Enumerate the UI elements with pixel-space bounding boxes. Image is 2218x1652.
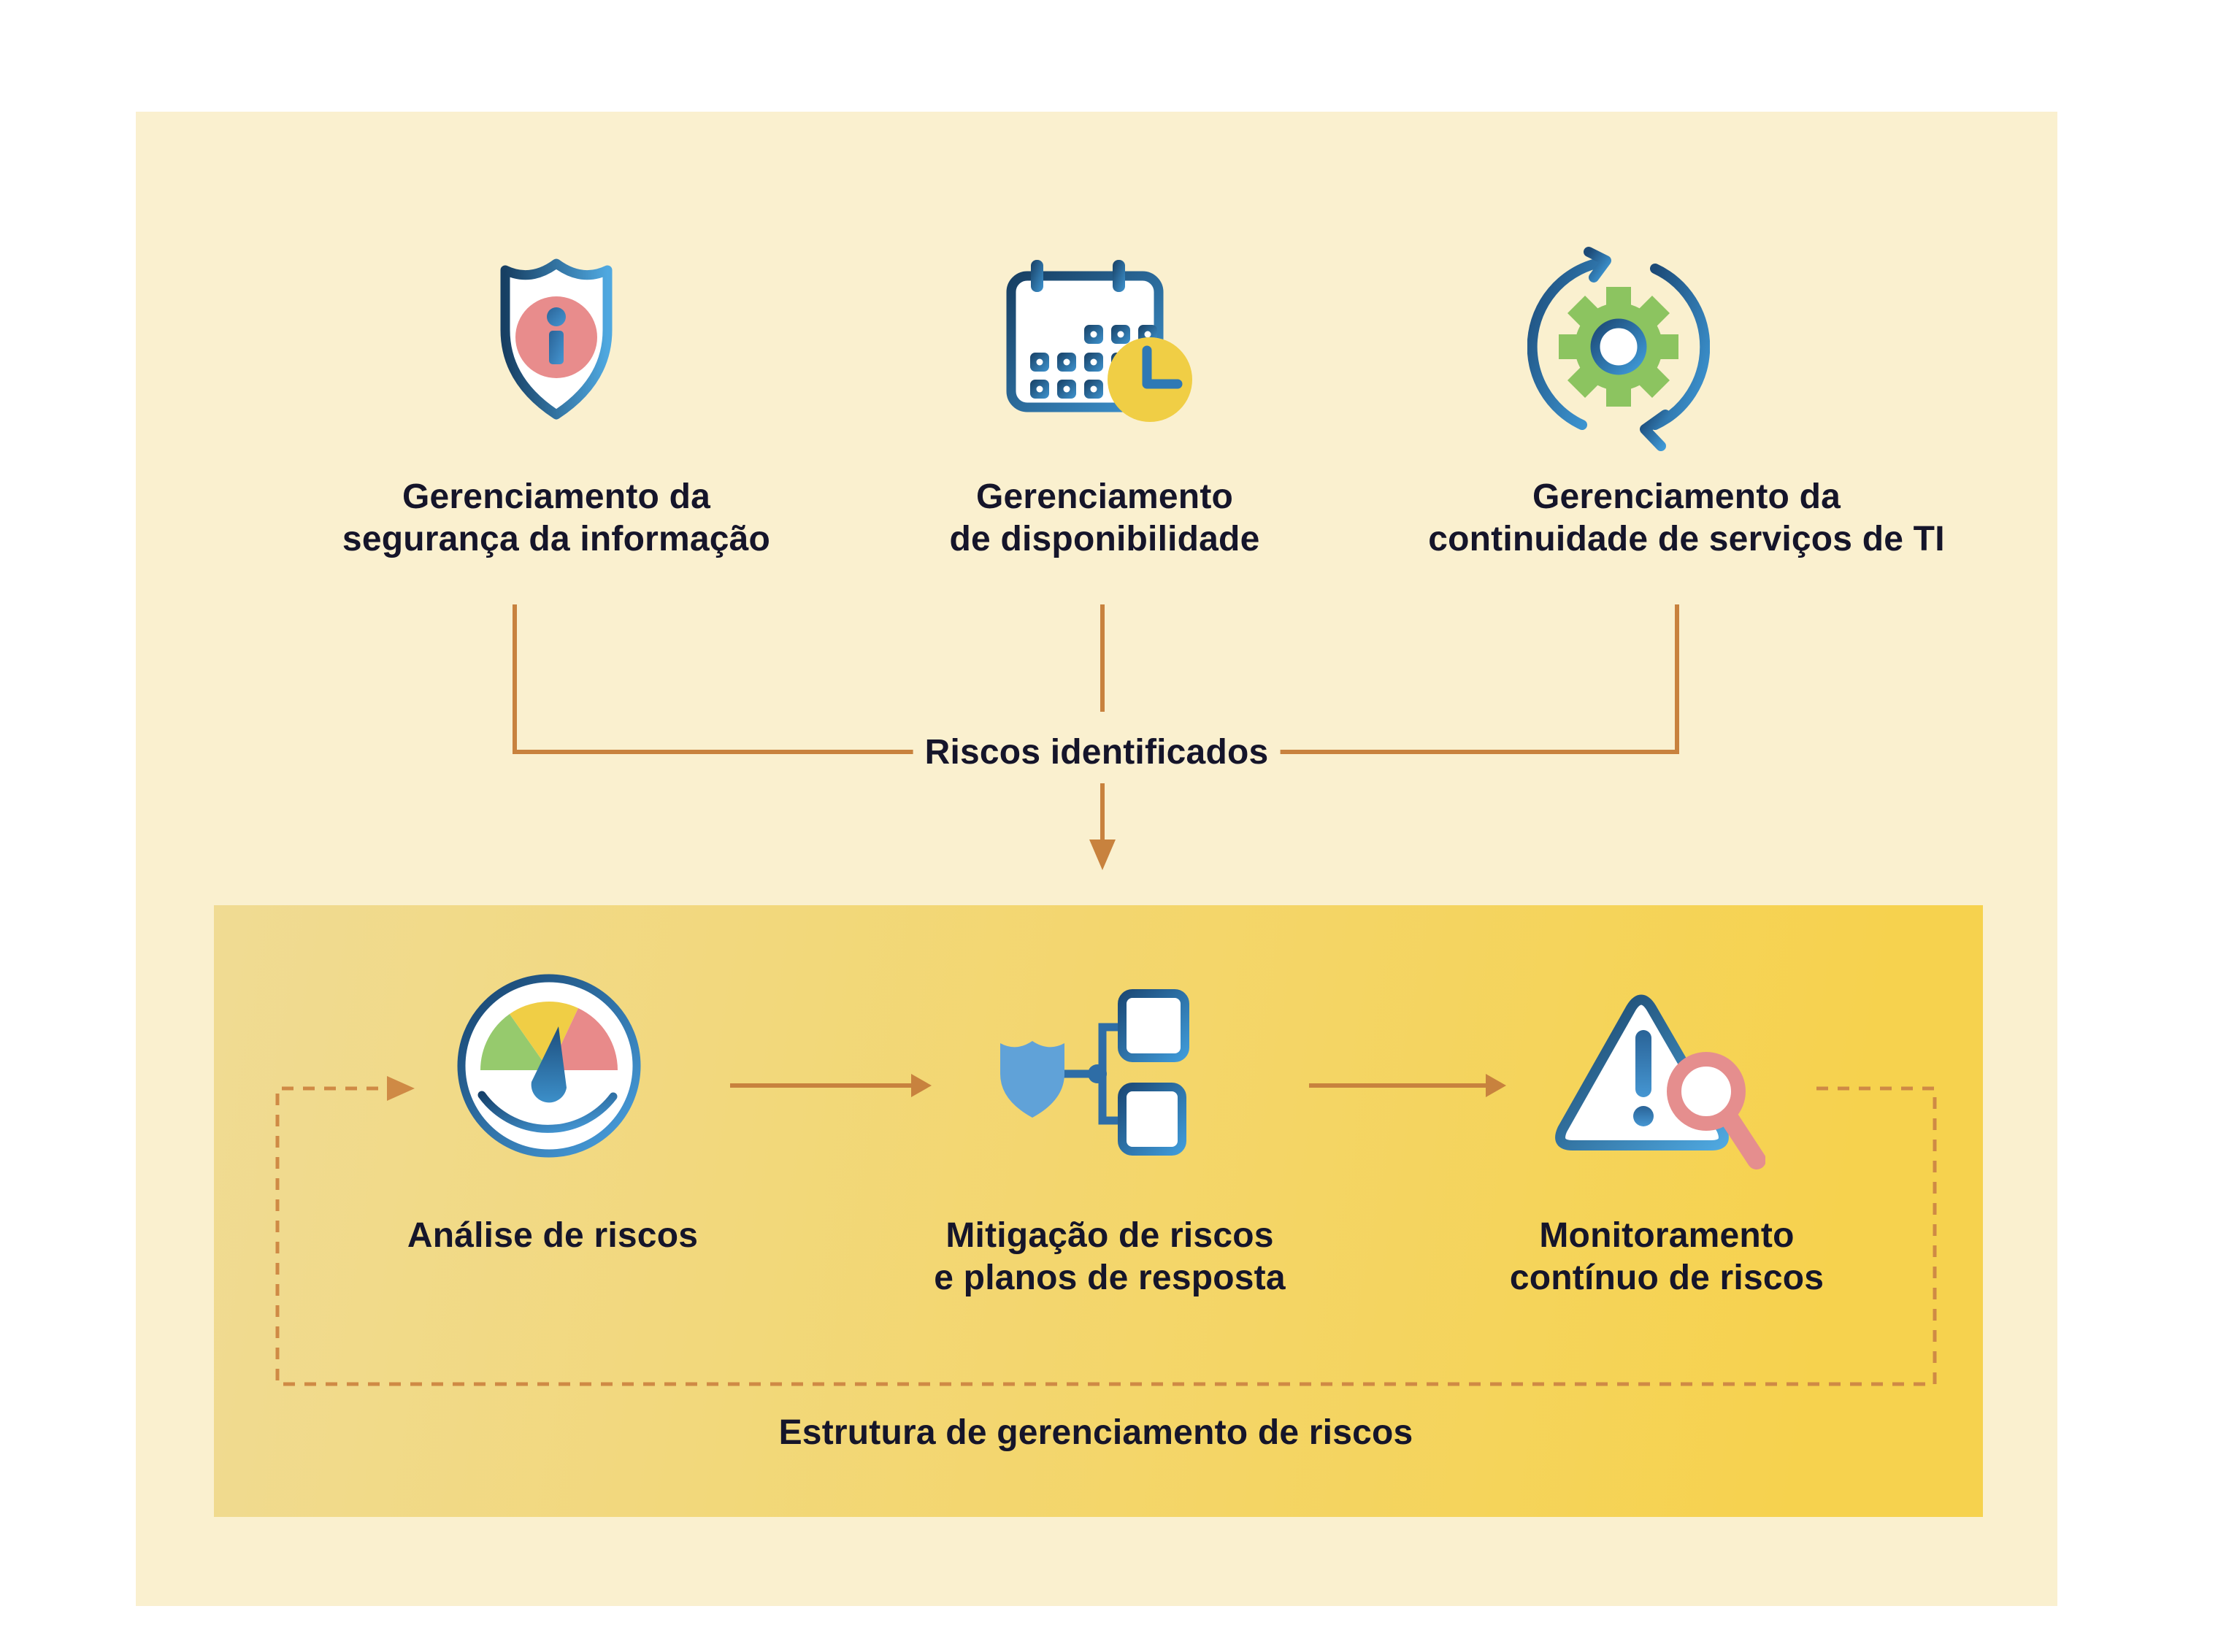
label-info-security: Gerenciamento da segurança da informação — [342, 477, 771, 558]
shield-info-icon — [500, 258, 613, 420]
gear-cycle-icon — [1527, 247, 1710, 451]
calendar-clock-icon — [1006, 260, 1192, 422]
label-risk-analysis: Análise de riscos — [407, 1216, 699, 1255]
label-it-continuity: Gerenciamento da continuidade de serviço… — [1428, 477, 1945, 558]
label-framework-caption: Estrutura de gerenciamento de riscos — [778, 1413, 1413, 1452]
label-risk-mitigation: Mitigação de riscos e planos de resposta — [934, 1216, 1286, 1297]
shield-tree-icon — [1000, 989, 1189, 1156]
alert-magnifier-icon — [1555, 994, 1765, 1169]
label-identified-risks: Riscos identificados — [913, 731, 1281, 774]
label-risk-monitoring: Monitoramento contínuo de riscos — [1509, 1216, 1824, 1297]
label-availability: Gerenciamento de disponibilidade — [949, 477, 1260, 558]
gauge-icon — [457, 974, 641, 1158]
